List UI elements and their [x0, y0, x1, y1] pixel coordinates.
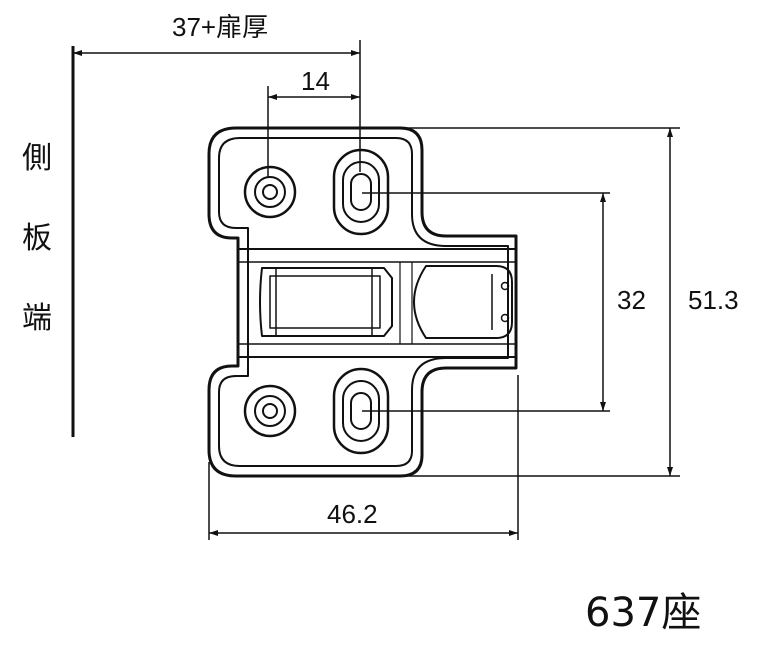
dimension-overall-width [208, 375, 519, 540]
dimension-hole-spacing-14-text: 14 [301, 66, 330, 96]
side-label-char-2: 板 [22, 221, 52, 256]
dimension-top-offset-text: 37+扉厚 [172, 12, 268, 42]
mounting-plate [207, 126, 518, 478]
dimension-overall-height-text: 51.3 [688, 285, 739, 315]
cam-adjuster [413, 265, 513, 339]
model-label: 637座 [585, 590, 701, 636]
plate-inner-outline [218, 137, 509, 467]
dimension-hole-spacing-14 [267, 86, 360, 178]
dimension-hole-spacing-32 [362, 192, 610, 412]
side-label-char-1: 側 [22, 141, 52, 176]
center-rail [237, 248, 517, 358]
screw-hole-top-left [243, 165, 297, 219]
slotted-hole-bottom-right [332, 367, 390, 455]
screw-hole-bottom-left [243, 384, 297, 438]
side-label-char-3: 端 [22, 301, 52, 336]
side-panel-end-label: 側 板 端 [22, 141, 52, 336]
clip-mechanism [259, 267, 393, 337]
dimension-hole-spacing-32-text: 32 [617, 285, 646, 315]
slotted-hole-top-right [332, 148, 390, 236]
dimension-overall-height [405, 127, 680, 477]
dimension-top-offset [73, 40, 361, 172]
plate-outer-outline [207, 126, 518, 478]
dimension-overall-width-text: 46.2 [327, 499, 378, 529]
